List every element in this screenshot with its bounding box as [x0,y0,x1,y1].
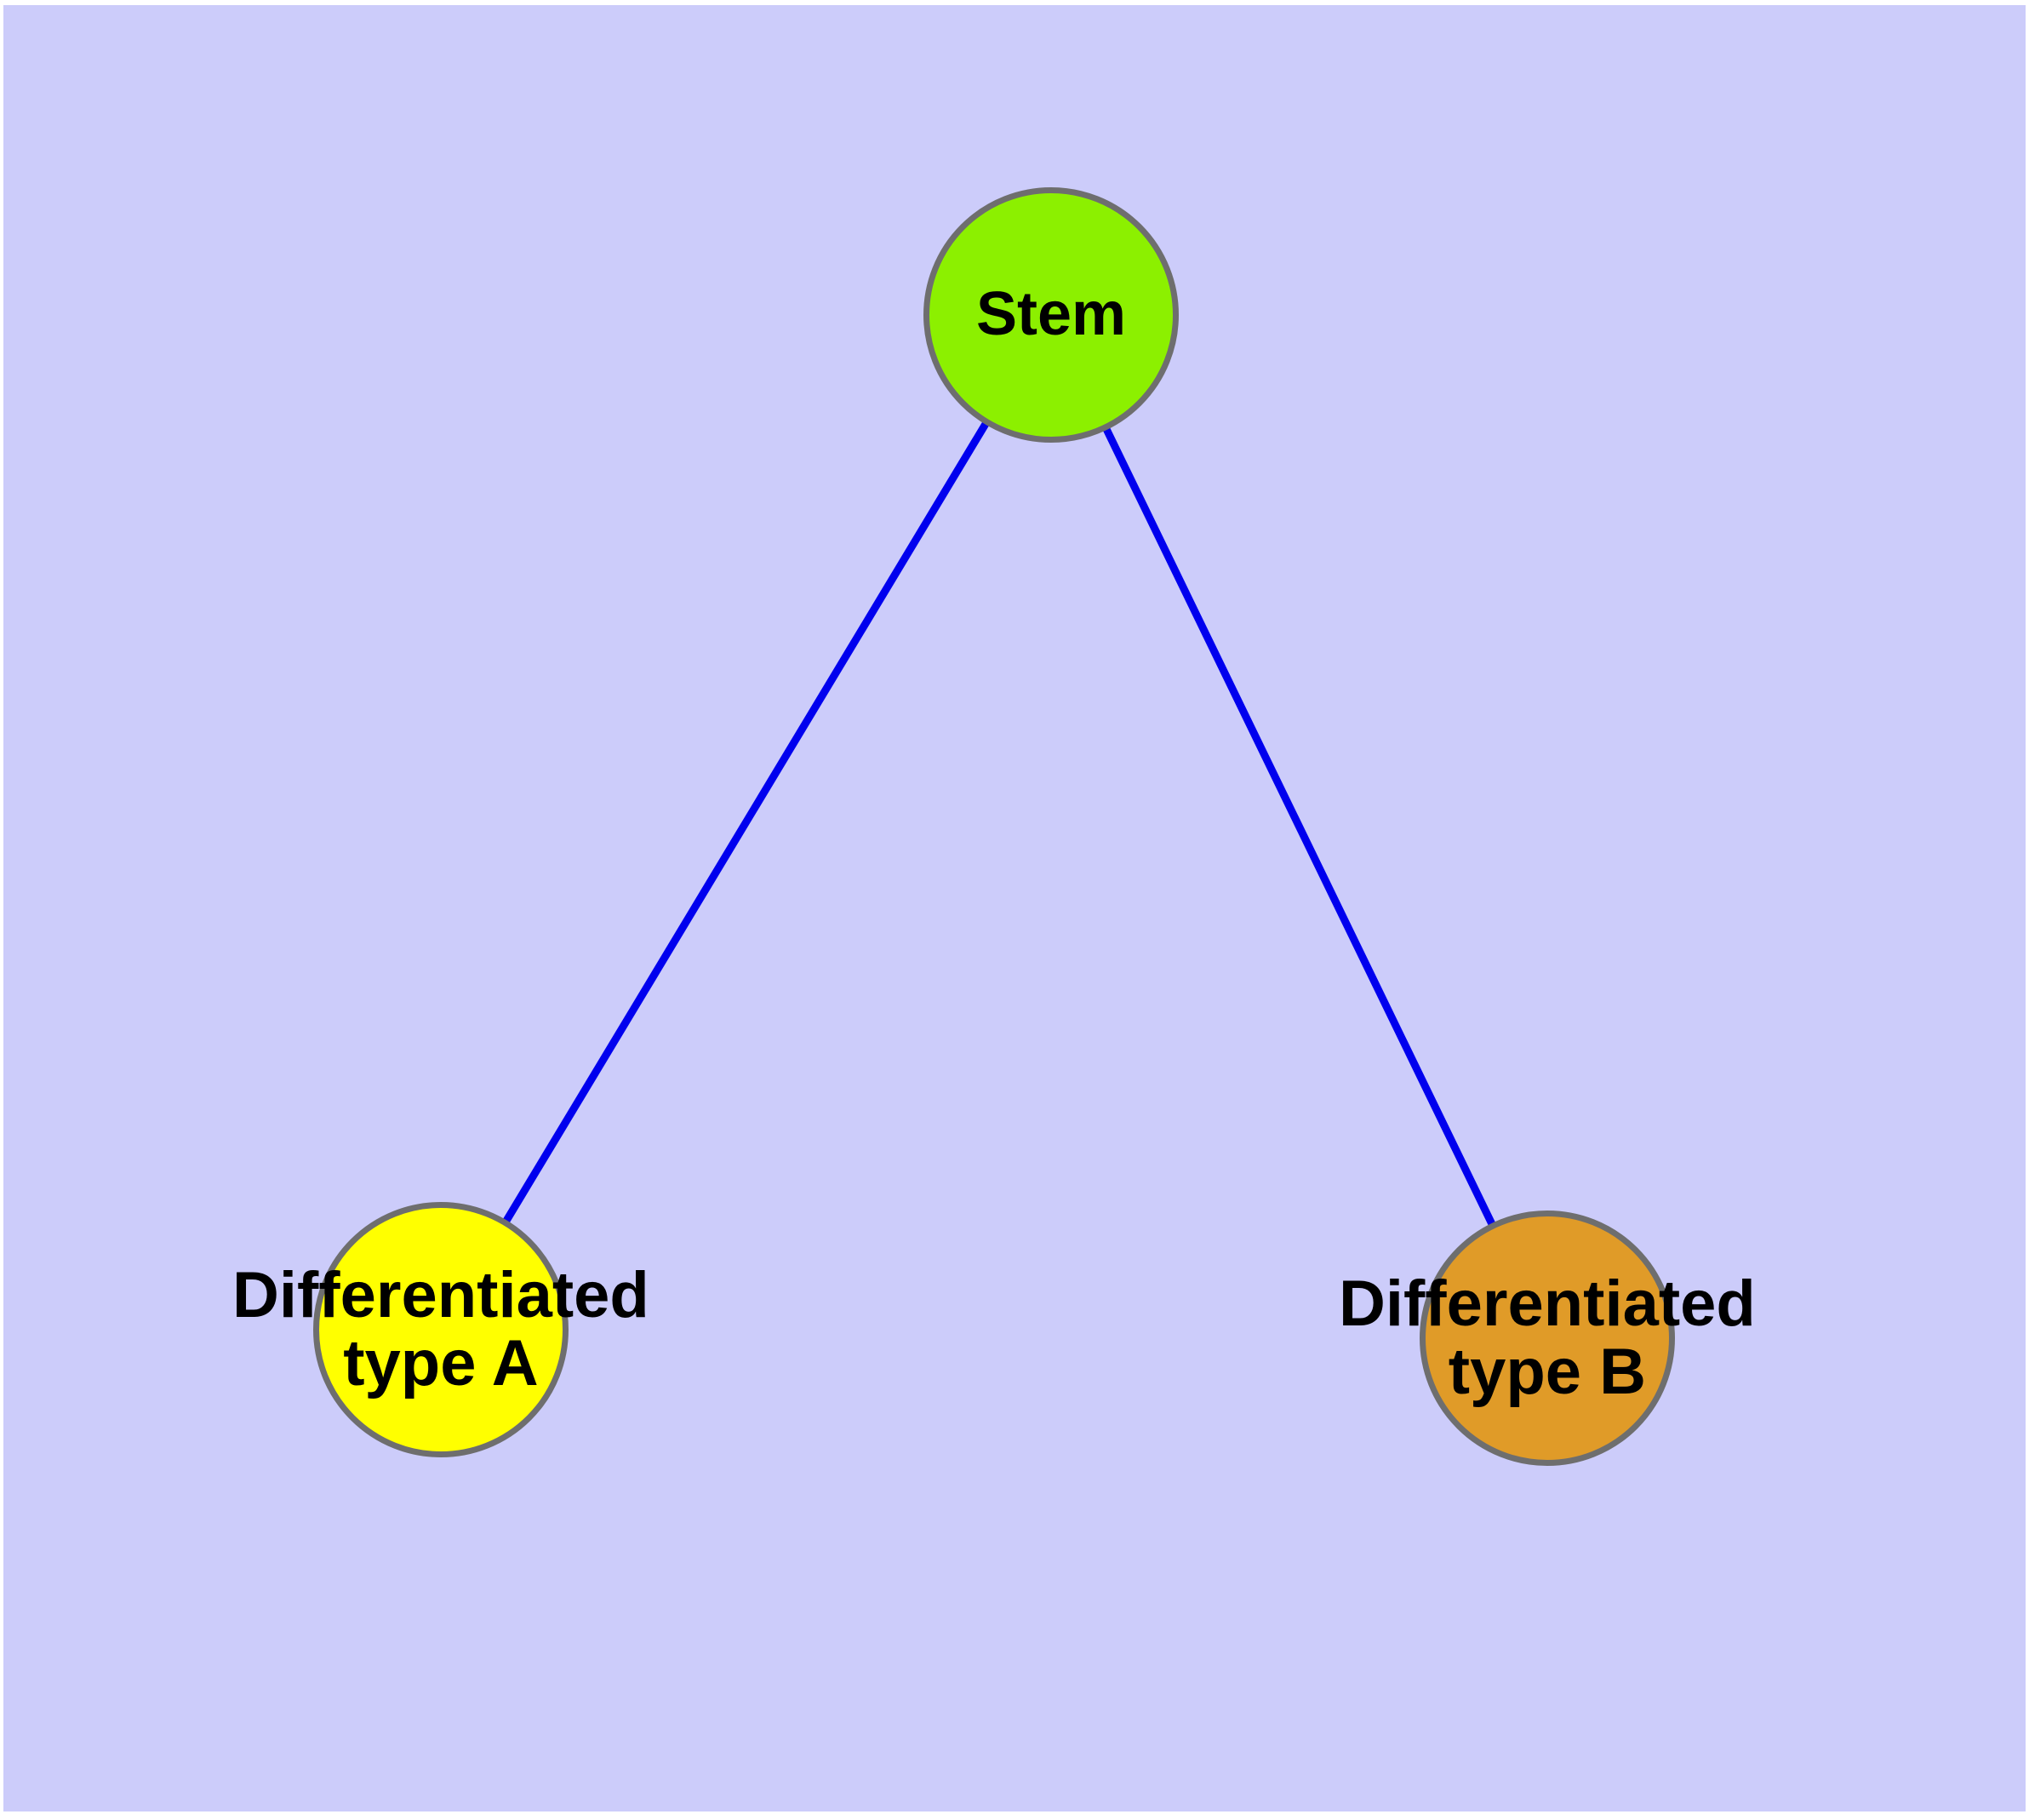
graph-node-stem[interactable] [923,187,1179,443]
graph-edge [437,312,1055,1332]
graph-node-diff_a[interactable] [313,1202,569,1457]
graph-node-diff_b[interactable] [1420,1210,1675,1466]
graph-edge [1047,313,1552,1340]
edges-layer [437,312,1552,1340]
nodes-layer [313,187,1675,1466]
